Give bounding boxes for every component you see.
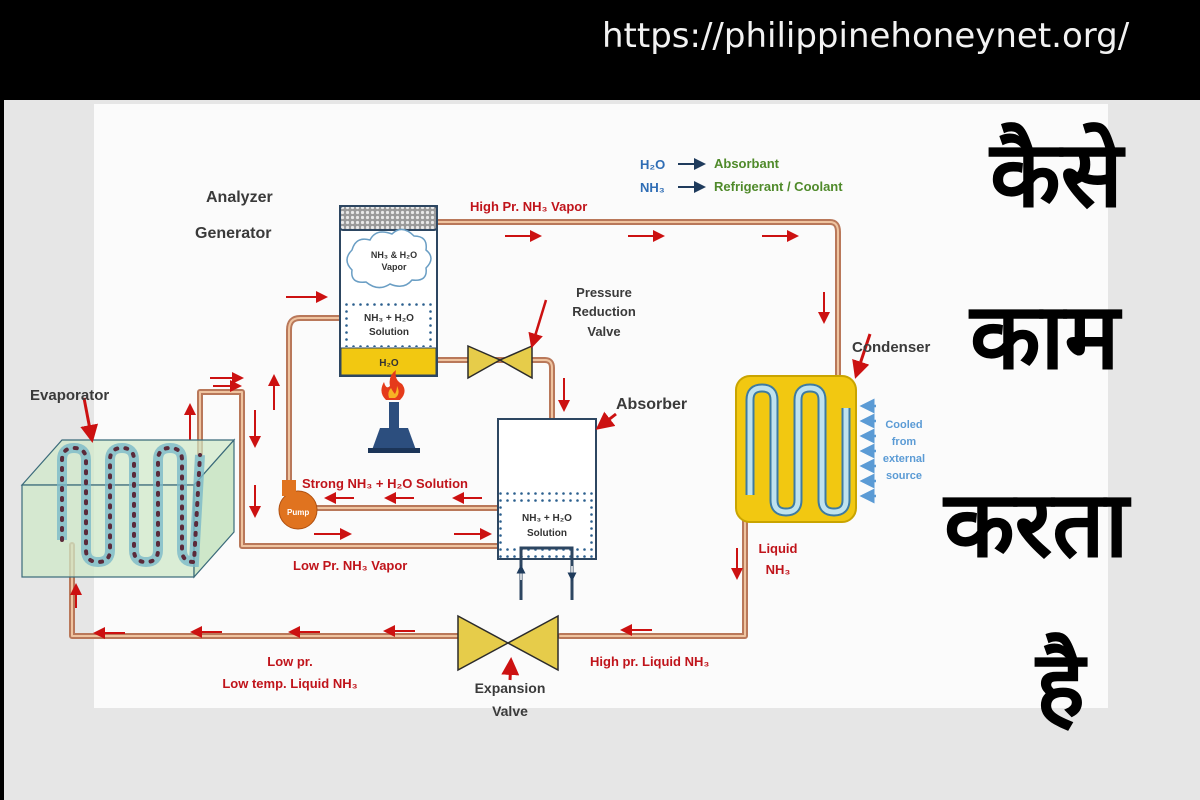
pipe-network [69, 219, 841, 639]
evaporator-unit [20, 397, 236, 579]
label-pressure-valve-2: Reduction [572, 304, 636, 319]
cooling-note-1: Cooled [885, 419, 922, 431]
label-absorber: Absorber [616, 396, 687, 413]
absorber-solution-line2: Solution [527, 528, 567, 539]
legend-formula-nh3: NH₃ [640, 180, 665, 195]
label-expansion-valve-2: Valve [492, 703, 528, 719]
label-high-pr-liquid: High pr. Liquid NH₃ [590, 654, 709, 669]
legend-meaning-refrigerant: Refrigerant / Coolant [714, 179, 843, 194]
absorber-unit [497, 411, 617, 600]
generator-solution-line2: Solution [369, 327, 409, 338]
generator-unit [339, 205, 438, 377]
site-url[interactable]: https://philippinehoneynet.org/ [602, 16, 1130, 56]
pump-icon [278, 480, 318, 530]
burner-flame-icon [368, 370, 420, 453]
label-low-pr-vapor: Low Pr. NH₃ Vapor [293, 558, 407, 573]
flow-arrows [70, 230, 830, 639]
generator-solution-line1: NH₃ + H₂O [364, 313, 414, 324]
analyzer-mesh [339, 205, 438, 231]
label-low-pr-liquid-2: Low temp. Liquid NH₃ [222, 676, 357, 691]
left-border [0, 100, 4, 800]
label-pressure-valve-3: Valve [587, 324, 620, 339]
label-generator: Generator [195, 225, 271, 242]
expansion-valve-icon [457, 614, 559, 681]
cooling-note-4: source [886, 470, 922, 482]
label-high-pr-vapor: High Pr. NH₃ Vapor [470, 199, 587, 214]
absorber-solution-line1: NH₃ + H₂O [522, 513, 572, 524]
label-pressure-valve-1: Pressure [576, 285, 632, 300]
label-expansion-valve-1: Expansion [475, 680, 546, 696]
legend: H₂O Absorbant NH₃ Refrigerant / Coolant [640, 156, 843, 195]
condenser-unit [735, 333, 872, 523]
hindi-title-line-4: है [1036, 630, 1085, 738]
cooling-note-2: from [892, 436, 917, 448]
generator-water: H₂O [379, 358, 399, 369]
label-evaporator: Evaporator [30, 387, 109, 404]
legend-formula-h2o: H₂O [640, 157, 665, 172]
label-analyzer: Analyzer [206, 189, 273, 206]
label-strong-solution: Strong NH₃ + H₂O Solution [302, 476, 468, 491]
cooling-arrows [859, 398, 876, 504]
label-liquid-nh3-1: Liquid [759, 541, 798, 556]
hindi-title-line-2: काम [970, 282, 1120, 390]
legend-meaning-absorbant: Absorbant [714, 156, 780, 171]
label-condenser: Condenser [852, 339, 931, 356]
label-pump: Pump [287, 508, 309, 517]
vapor-cloud [346, 228, 432, 289]
hindi-title-line-3: करता [944, 470, 1129, 578]
top-banner: https://philippinehoneynet.org/ [0, 0, 1200, 100]
label-low-pr-liquid-1: Low pr. [267, 654, 313, 669]
cooling-note-3: external [883, 453, 925, 465]
label-liquid-nh3-2: NH₃ [766, 562, 791, 577]
hindi-title-line-1: कैसे [990, 120, 1123, 228]
diagram-canvas [94, 104, 1108, 708]
pressure-reduction-valve-icon [467, 299, 548, 380]
generator-vapor-line1: NH₃ & H₂O [371, 250, 417, 260]
generator-vapor-line2: Vapor [381, 262, 407, 272]
